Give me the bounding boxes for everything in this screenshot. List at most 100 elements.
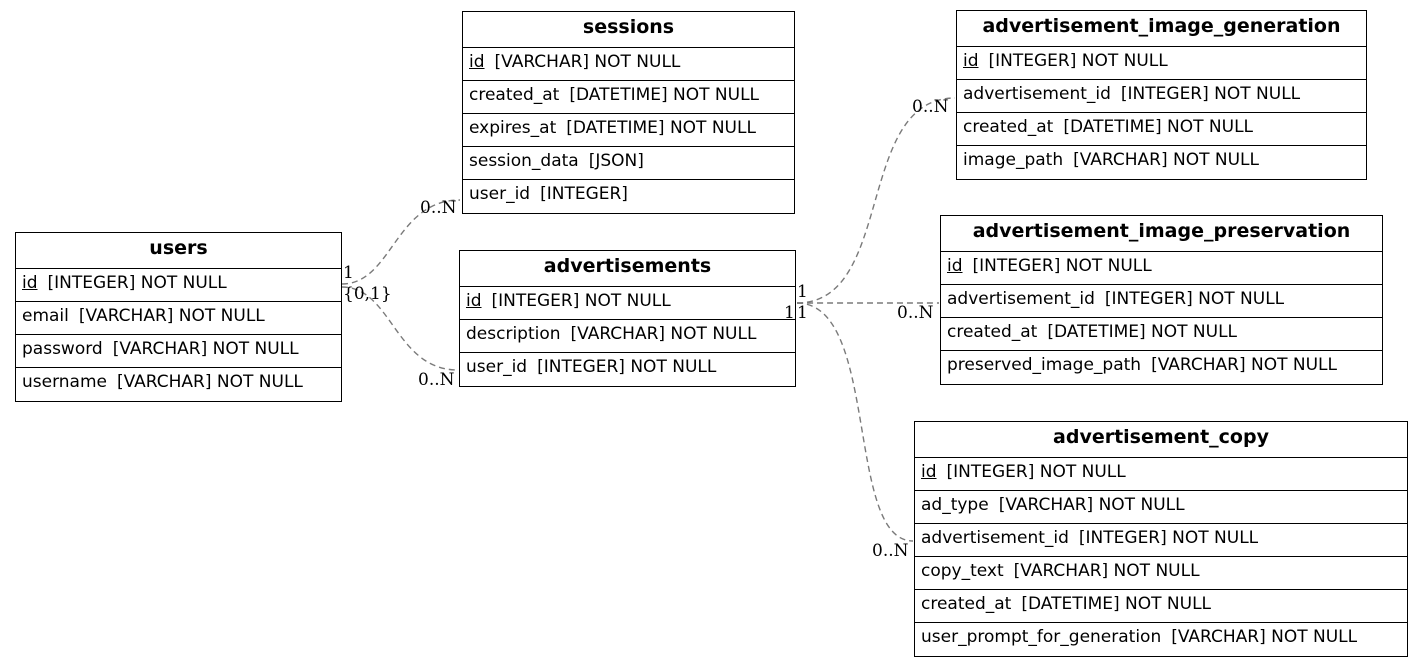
cardinality-label: 0..N [897,303,934,323]
field-row: id [INTEGER] NOT NULL [941,252,1382,285]
field-name: ad_type [921,495,989,515]
field-row: image_path [VARCHAR] NOT NULL [957,146,1366,179]
field-row: copy_text [VARCHAR] NOT NULL [915,557,1407,590]
field-type: [INTEGER] NOT NULL [1104,289,1285,309]
entity-fields: id [INTEGER] NOT NULL advertisement_id [INT… [957,47,1366,179]
field-type: [VARCHAR] NOT NULL [998,495,1185,515]
field-type: [DATETIME] NOT NULL [1021,594,1212,614]
entity-advertisement-image-generation[interactable]: advertisement_image_generation id [INTEGE… [956,10,1367,180]
field-type: [JSON] [588,151,644,171]
cardinality-label: 0..N [420,198,457,218]
field-type: [INTEGER] NOT NULL [537,357,717,377]
field-type: [INTEGER] NOT NULL [972,256,1152,276]
field-type: [DATETIME] NOT NULL [566,118,756,138]
field-row: id [VARCHAR] NOT NULL [463,48,794,81]
field-row: advertisement_id [INTEGER] NOT NULL [915,524,1407,557]
field-type: [VARCHAR] NOT NULL [494,52,681,72]
field-row: user_id [INTEGER] NOT NULL [460,353,795,386]
cardinality-label: 1 [797,303,808,323]
entity-fields: id [INTEGER] NOT NULL advertisement_id [INT… [941,252,1382,384]
cardinality-label: 1 [797,282,808,302]
field-name: username [22,372,107,392]
relationship-line-ads-copy [796,302,914,542]
entity-advertisement-image-preservation[interactable]: advertisement_image_preservation id[INTE… [940,215,1383,385]
field-row: session_data [JSON] [463,147,794,180]
field-name: user_id [469,184,531,204]
field-type: [DATETIME] NOT NULL [1047,322,1238,342]
relationship-line-ads-imagegen [796,97,956,304]
cardinality-label: 0..N [872,541,909,561]
field-row: id [INTEGER] NOT NULL [957,47,1366,80]
field-name: created_at [947,322,1038,342]
relationship-line-users-sessions [341,199,461,285]
field-name: copy_text [921,561,1004,581]
field-row: username [VARCHAR] NOT NULL [16,368,341,401]
field-name: session_data [469,151,579,171]
field-row: expires_at [DATETIME] NOT NULL [463,114,794,147]
field-row: id [INTEGER] NOT NULL [915,458,1407,491]
field-type: [VARCHAR] NOT NULL [117,372,303,392]
entity-title: advertisement_image_generation [957,11,1366,47]
field-row: created_at [DATETIME] NOT NULL [915,590,1407,623]
field-name: preserved_image_path [947,355,1142,375]
field-type: [DATETIME] NOT NULL [1063,117,1254,137]
primary-key-name: id [469,52,485,72]
cardinality-label: 0..N [912,97,949,117]
field-row: password[VARCHAR] NOT NULL [16,335,341,368]
field-row: created_at[DATETIME] NOT NULL [463,81,794,114]
field-row: description [VARCHAR] NOT NULL [460,320,795,353]
field-type: [INTEGER] NOT NULL [988,51,1168,71]
entity-title: users [16,233,341,269]
field-type: [VARCHAR] NOT NULL [1171,627,1358,647]
field-name: advertisement_id [921,528,1069,548]
field-row: created_at [DATETIME] NOT NULL [957,113,1366,146]
field-row: email [VARCHAR] NOT NULL [16,302,341,335]
field-name: created_at [921,594,1012,614]
field-name: image_path [963,150,1064,170]
field-type: [VARCHAR] NOT NULL [570,324,757,344]
field-row: preserved_image_path [VARCHAR] NOT NULL [941,351,1382,384]
field-type: [VARCHAR] NOT NULL [1013,561,1200,581]
field-name: advertisement_id [963,84,1111,104]
field-type: [INTEGER] [540,184,628,204]
primary-key-name: id [963,51,979,71]
field-name: email [22,306,69,326]
field-type: [INTEGER] NOT NULL [47,273,227,293]
primary-key-name: id [921,462,937,482]
field-name: created_at [963,117,1054,137]
primary-key-name: id [466,291,482,311]
field-name: created_at [469,85,560,105]
primary-key-name: id [947,256,963,276]
field-type: [VARCHAR] NOT NULL [112,339,299,359]
field-name: expires_at [469,118,557,138]
cardinality-label: 1 [784,303,795,323]
entity-title: advertisement_copy [915,422,1407,458]
field-name: user_prompt_for_generation [921,627,1162,647]
relationship-line-users-advertisements [341,286,459,371]
field-type: [VARCHAR] NOT NULL [1151,355,1337,375]
field-name: description [466,324,561,344]
cardinality-label: 0..N [418,370,455,390]
field-type: [INTEGER] NOT NULL [1120,84,1301,104]
field-row: advertisement_id [INTEGER] NOT NULL [941,285,1382,318]
field-name: advertisement_id [947,289,1095,309]
field-type: [VARCHAR] NOT NULL [78,306,265,326]
entity-fields: id [INTEGER] NOT NULL description [VARCHAR]… [460,287,795,386]
field-type: [INTEGER] NOT NULL [491,291,671,311]
field-row: ad_type [VARCHAR] NOT NULL [915,491,1407,524]
field-type: [INTEGER] NOT NULL [1078,528,1259,548]
field-name: user_id [466,357,528,377]
field-type: [INTEGER] NOT NULL [946,462,1126,482]
cardinality-label: {0,1} [343,284,392,304]
field-row: user_id [INTEGER] [463,180,794,213]
entity-title: sessions [463,12,794,48]
field-type: [VARCHAR] NOT NULL [1073,150,1259,170]
